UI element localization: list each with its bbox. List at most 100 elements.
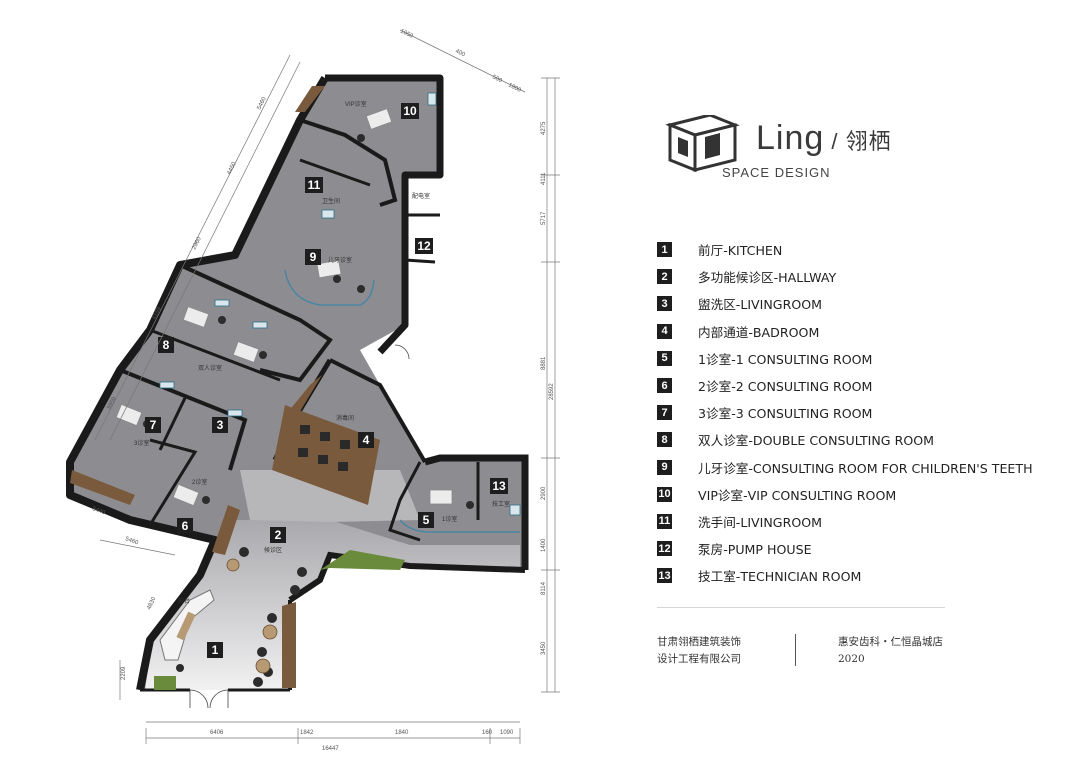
footer-divider	[657, 607, 945, 608]
legend-number: 13	[657, 568, 672, 584]
room-number-6: 6	[182, 519, 189, 533]
dimension-text: 1800	[507, 82, 522, 94]
dimension-text: 3959	[106, 396, 118, 411]
room-number-11: 11	[308, 178, 321, 192]
room-number-13: 13	[492, 479, 506, 493]
dimension-text: 8881	[541, 356, 547, 370]
legend-item: 7 3诊室-3 CONSULTING ROOM	[657, 399, 1057, 426]
dimension-text: 28592	[549, 383, 555, 400]
room-badge-4	[358, 432, 374, 448]
room-badge-5	[418, 512, 434, 528]
room-label: 候诊区	[264, 546, 282, 554]
legend-label: 技工室-TECHNICIAN ROOM	[698, 569, 862, 585]
dimension-text: 400	[454, 48, 466, 58]
room-label: 1诊室	[442, 515, 457, 523]
dimension-text: 2960	[191, 236, 203, 251]
room-label: 2诊室	[192, 478, 207, 486]
room-number-7: 7	[150, 418, 157, 432]
room-badge-8	[158, 337, 174, 353]
legend-label: 多功能候诊区-HALLWAY	[698, 270, 837, 286]
dimension-lines	[94, 29, 560, 744]
dimension-text: 4159	[151, 306, 163, 321]
dimension-text: 1400	[541, 538, 547, 552]
room-label: 配电室	[412, 192, 430, 200]
dimension-text: 4450	[226, 161, 238, 176]
legend-number: 7	[657, 405, 672, 421]
dark-workbench-chairs	[298, 425, 350, 471]
room-badge-11	[305, 177, 323, 193]
legend-label: 泵房-PUMP HOUSE	[698, 542, 812, 558]
legend-label: 前厅-KITCHEN	[698, 243, 783, 259]
room-badge-6	[177, 518, 193, 534]
room-badge-12	[415, 238, 433, 254]
reception-counter	[176, 611, 196, 641]
project-year: 2020	[838, 653, 865, 665]
legend-label: 洗手间-LIVINGROOM	[698, 514, 823, 530]
dimension-text: 3450	[541, 641, 547, 655]
room-number-8: 8	[163, 338, 170, 352]
dimension-labels: 6406 1842 1840 160 1090 16447 4275 4111 …	[91, 28, 555, 752]
brand-name: Ling / 翎栖	[756, 119, 892, 158]
dimension-text: 16447	[322, 746, 339, 752]
dimension-text: 6406	[210, 730, 224, 736]
dimension-text: 500	[491, 74, 503, 84]
room-labels: VIP诊室 卫生间 儿牙诊室 双人诊室 3诊室 2诊室 消毒间 1诊室 技工室 …	[134, 100, 510, 605]
legend-item: 4 内部通道-BADROOM	[657, 318, 1057, 345]
room-number-4: 4	[363, 433, 370, 447]
legend-item: 13 技工室-TECHNICIAN ROOM	[657, 562, 1057, 589]
legend-number: 9	[657, 459, 672, 475]
room-label: 3诊室	[134, 439, 149, 447]
dimension-text: 1050	[399, 28, 414, 40]
hallway-floor	[240, 470, 420, 522]
project-name: 惠安齿科・仁恒晶城店	[838, 636, 943, 648]
legend-number: 8	[657, 432, 672, 448]
reception-sofa	[154, 676, 176, 690]
doors	[189, 344, 410, 709]
legend-number: 1	[657, 242, 672, 258]
dental-chairs	[115, 108, 453, 507]
room-badge-3	[212, 417, 228, 433]
dimension-text: 1090	[500, 730, 514, 736]
logo-mark-icon	[665, 115, 740, 173]
legend-number: 5	[657, 350, 672, 366]
legend-number: 10	[657, 486, 672, 502]
room-number-2: 2	[275, 528, 282, 542]
legend-item: 2 多功能候诊区-HALLWAY	[657, 263, 1057, 290]
legend-label: 2诊室-2 CONSULTING ROOM	[698, 379, 873, 395]
dimension-text: 5440	[91, 506, 106, 516]
legend-number: 12	[657, 541, 672, 557]
legend-number: 2	[657, 269, 672, 285]
legend-label: 内部通道-BADROOM	[698, 324, 820, 340]
legend-item: 8 双人诊室-DOUBLE CONSULTING ROOM	[657, 426, 1057, 453]
legend-number: 4	[657, 323, 672, 339]
room-number-12: 12	[417, 239, 431, 253]
room-badge-9	[305, 249, 321, 265]
room-number-3: 3	[217, 418, 224, 432]
room-badge-7	[145, 417, 161, 433]
legend-label: 1诊室-1 CONSULTING ROOM	[698, 351, 873, 367]
dimension-text: 4275	[541, 121, 547, 135]
brand-tagline: SPACE DESIGN	[722, 165, 831, 180]
dimension-text: 1842	[300, 730, 314, 736]
dimension-text: 2209	[121, 666, 127, 680]
dimension-text: 5460	[256, 96, 268, 111]
stools	[143, 134, 474, 687]
project-info: 惠安齿科・仁恒晶城店 2020	[838, 634, 943, 668]
legend-label: 儿牙诊室-CONSULTING ROOM FOR CHILDREN'S TEET…	[698, 460, 1033, 476]
legend-label: 双人诊室-DOUBLE CONSULTING ROOM	[698, 433, 935, 449]
room-label: 卫生间	[322, 197, 340, 205]
dimension-text: 160	[482, 730, 493, 736]
room-badge-13	[490, 478, 508, 494]
legend-label: 3诊室-3 CONSULTING ROOM	[698, 406, 873, 422]
company-name: 甘肃翎栖建筑装饰 设计工程有限公司	[657, 634, 777, 668]
room-badge-1	[207, 642, 223, 658]
dimension-text: 5460	[124, 536, 139, 546]
green-planter	[320, 550, 405, 570]
room-label: 前台	[178, 597, 190, 605]
brand-name-latin: Ling	[756, 119, 825, 157]
dimension-text: 4111	[541, 172, 547, 185]
